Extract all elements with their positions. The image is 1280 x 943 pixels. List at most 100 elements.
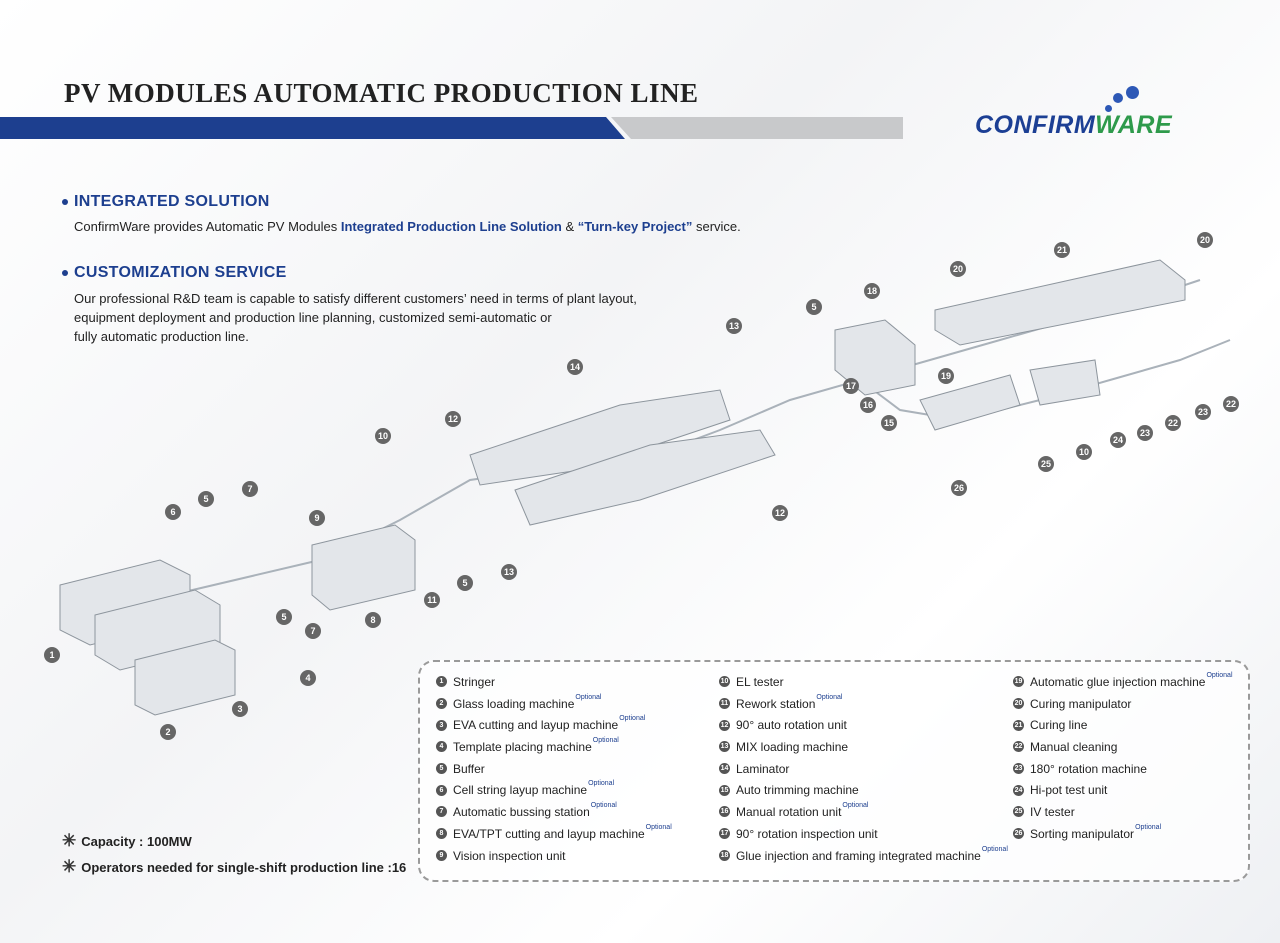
callout-label: 5	[203, 494, 208, 504]
logo-wordmark: CONFIRMWARE	[975, 111, 1173, 139]
glass-loading-machine	[134, 639, 236, 716]
bullet-icon	[62, 198, 68, 205]
callout-label: 25	[1041, 459, 1051, 469]
callout-label: 9	[314, 513, 319, 523]
callout-label: 5	[281, 612, 286, 622]
integrated-text: ConfirmWare provides Automatic PV Module…	[74, 219, 741, 234]
callout-label: 18	[867, 286, 877, 296]
capacity-stat: ✳Capacity : 100MW	[62, 831, 192, 850]
callout-label: 5	[462, 578, 467, 588]
callout-label: 7	[247, 484, 252, 494]
optional-tag: Optional	[575, 693, 602, 701]
optional-tag: Optional	[816, 693, 843, 701]
operators-stat: ✳Operators needed for single-shift produ…	[62, 857, 407, 876]
callout-label: 10	[1079, 447, 1089, 457]
callout-label: 19	[941, 371, 951, 381]
customization-text: Our professional R&D team is capable to …	[74, 291, 637, 344]
customization-heading: CUSTOMIZATION SERVICE	[62, 264, 287, 282]
callout-label: 12	[775, 508, 785, 518]
callout-label: 14	[570, 362, 580, 372]
optional-tag: Optional	[842, 802, 869, 810]
callout-label: 2	[165, 727, 170, 737]
callout-label: 24	[1113, 435, 1123, 445]
callouts: 1 2 3 4 5 5 5 5 6 7 7 8 9 10 10 11 12 12…	[44, 232, 1239, 740]
callout-label: 8	[370, 615, 375, 625]
callout-label: 15	[884, 418, 894, 428]
optional-tag: Optional	[619, 715, 646, 723]
legend-box	[418, 660, 1250, 882]
callout-label: 13	[504, 567, 514, 577]
callout-label: 20	[1200, 235, 1210, 245]
optional-tag: Optional	[1135, 823, 1162, 831]
callout-label: 17	[846, 381, 856, 391]
callout-label: 21	[1057, 245, 1067, 255]
callout-label: 20	[953, 264, 963, 274]
eva-layup-machine	[311, 524, 416, 611]
framing-machine	[834, 319, 916, 396]
callout-label: 23	[1140, 428, 1150, 438]
callout-label: 5	[811, 302, 816, 312]
asterisk-icon: ✳	[62, 857, 77, 876]
callout-label: 12	[448, 414, 458, 424]
callout-label: 6	[170, 507, 175, 517]
callout-label: 26	[954, 483, 964, 493]
sorting-manipulator	[919, 374, 1021, 431]
callout-label: 11	[427, 595, 437, 605]
callout-label: 22	[1168, 418, 1178, 428]
callout-label: 23	[1198, 407, 1208, 417]
callout-label: 1	[49, 650, 54, 660]
curing-line	[934, 259, 1186, 346]
optional-tag: Optional	[592, 737, 619, 745]
callout-label: 10	[378, 431, 388, 441]
callout-label: 22	[1226, 399, 1236, 409]
optional-tag: Optional	[981, 845, 1008, 853]
page-title: PV MODULES AUTOMATIC PRODUCTION LINE	[64, 78, 699, 108]
callout-label: 13	[729, 321, 739, 331]
optional-tag: Optional	[588, 780, 615, 788]
callout-label: 16	[863, 400, 873, 410]
laminator-bottom	[514, 429, 776, 526]
optional-tag: Optional	[1206, 672, 1233, 679]
confirmware-logo: CONFIRMWARE	[975, 84, 1227, 140]
integrated-heading: INTEGRATED SOLUTION	[62, 193, 270, 211]
iv-tester	[1029, 359, 1101, 406]
optional-tag: Optional	[645, 823, 672, 831]
bullet-icon	[62, 269, 68, 276]
production-line-diagram: 1 2 3 4 5 5 5 5 6 7 7 8 9 10 10 11 12 12…	[44, 232, 1239, 740]
laminator-top	[469, 389, 731, 486]
asterisk-icon: ✳	[62, 831, 77, 850]
callout-label: 4	[305, 673, 310, 683]
callout-label: 7	[310, 626, 315, 636]
callout-label: 3	[237, 704, 242, 714]
header-stripe-grey	[611, 117, 903, 139]
optional-tag: Optional	[590, 802, 617, 810]
